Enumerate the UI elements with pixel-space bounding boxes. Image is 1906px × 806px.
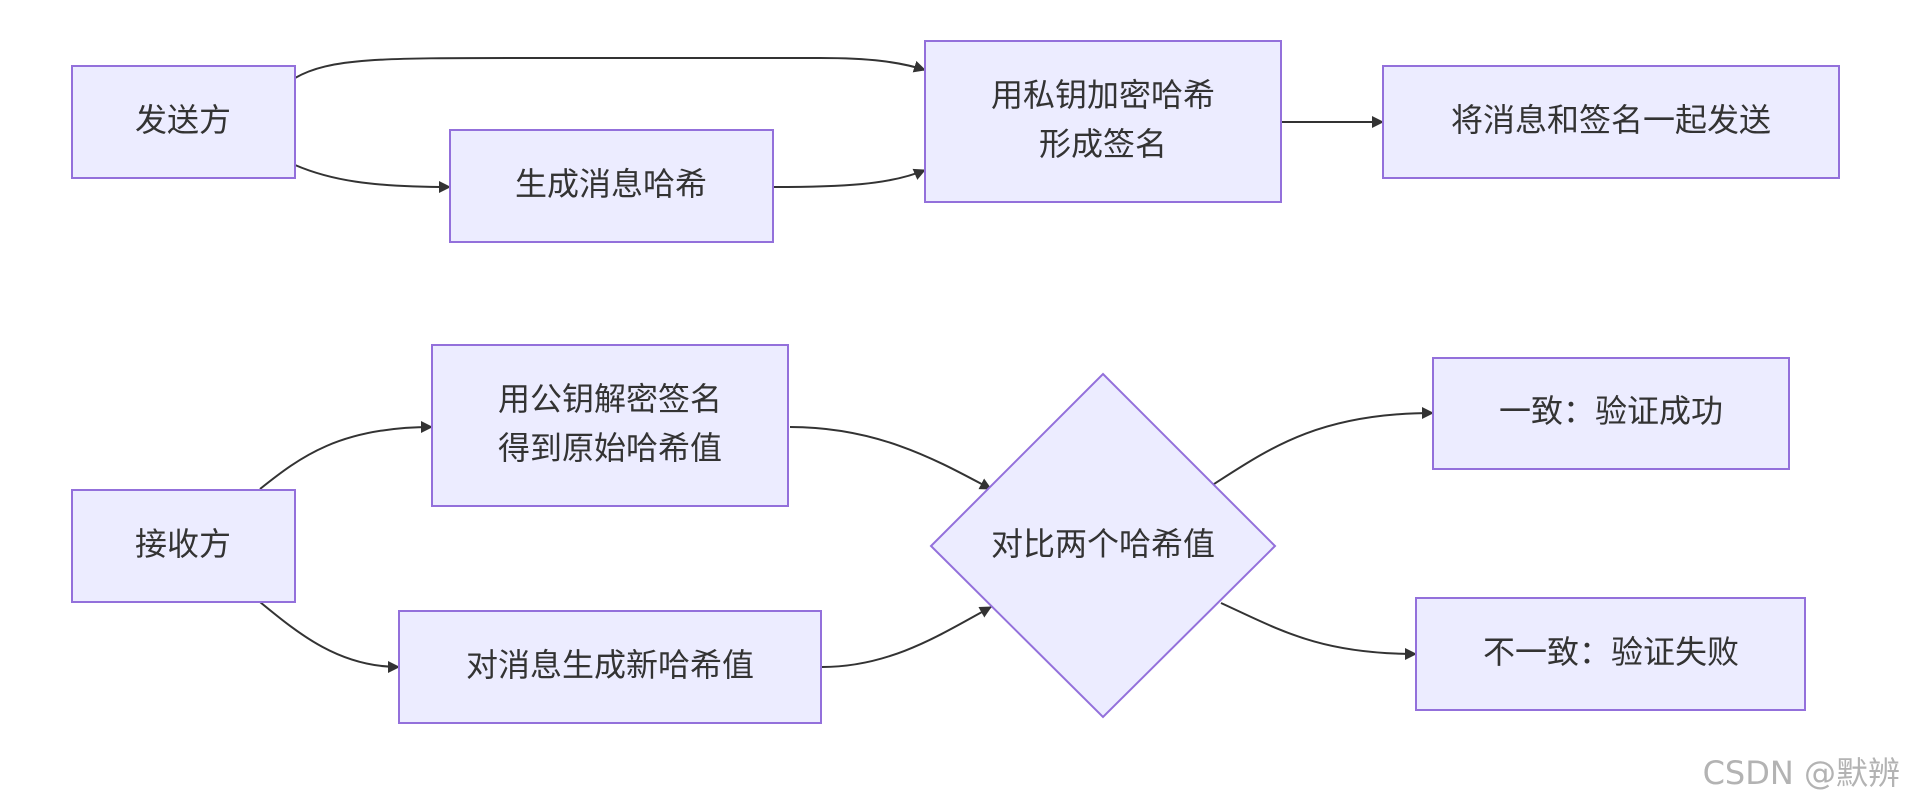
edge-compare-to-success [1213, 407, 1434, 485]
node-send-together: 将消息和签名一起发送 [1382, 65, 1840, 179]
node-sender-label: 发送方 [135, 101, 231, 139]
node-encrypt-hash-label-line2: 形成签名 [1039, 125, 1167, 163]
node-decrypt-signature: 用公钥解密签名 得到原始哈希值 [431, 344, 789, 507]
node-verify-fail-label: 不一致：验证失败 [1483, 633, 1739, 671]
edge-genhash-to-encrypt [773, 168, 926, 188]
edge-decrypt-to-compare [789, 426, 992, 490]
node-new-hash: 对消息生成新哈希值 [398, 610, 822, 724]
watermark-text: CSDN @默辨 [1703, 754, 1900, 792]
node-verify-success-label: 一致：验证成功 [1499, 392, 1723, 430]
edge-newhash-to-compare [821, 606, 992, 668]
node-receiver-label: 接收方 [135, 525, 231, 563]
node-generate-hash: 生成消息哈希 [449, 129, 774, 243]
node-receiver: 接收方 [71, 489, 296, 603]
edge-receiver-to-decrypt [259, 421, 433, 490]
node-sender: 发送方 [71, 65, 296, 179]
node-verify-success: 一致：验证成功 [1432, 357, 1790, 470]
node-verify-fail: 不一致：验证失败 [1415, 597, 1806, 711]
node-new-hash-label: 对消息生成新哈希值 [466, 646, 754, 684]
node-compare-decision-label: 对比两个哈希值 [991, 525, 1215, 563]
edges [259, 57, 1434, 673]
node-compare-decision: 对比两个哈希值 [929, 372, 1277, 719]
node-decrypt-signature-label-line1: 用公钥解密签名 [498, 380, 722, 418]
node-generate-hash-label: 生成消息哈希 [515, 165, 707, 203]
edge-sender-to-genhash [294, 164, 451, 193]
edge-compare-to-fail [1220, 602, 1417, 660]
node-encrypt-hash: 用私钥加密哈希 形成签名 [924, 40, 1282, 203]
node-encrypt-hash-label-line1: 用私钥加密哈希 [991, 76, 1215, 114]
edge-sender-to-encrypt [294, 57, 926, 79]
node-decrypt-signature-label-line2: 得到原始哈希值 [498, 429, 722, 467]
edge-receiver-to-newhash [259, 601, 400, 673]
node-send-together-label: 将消息和签名一起发送 [1451, 101, 1771, 139]
